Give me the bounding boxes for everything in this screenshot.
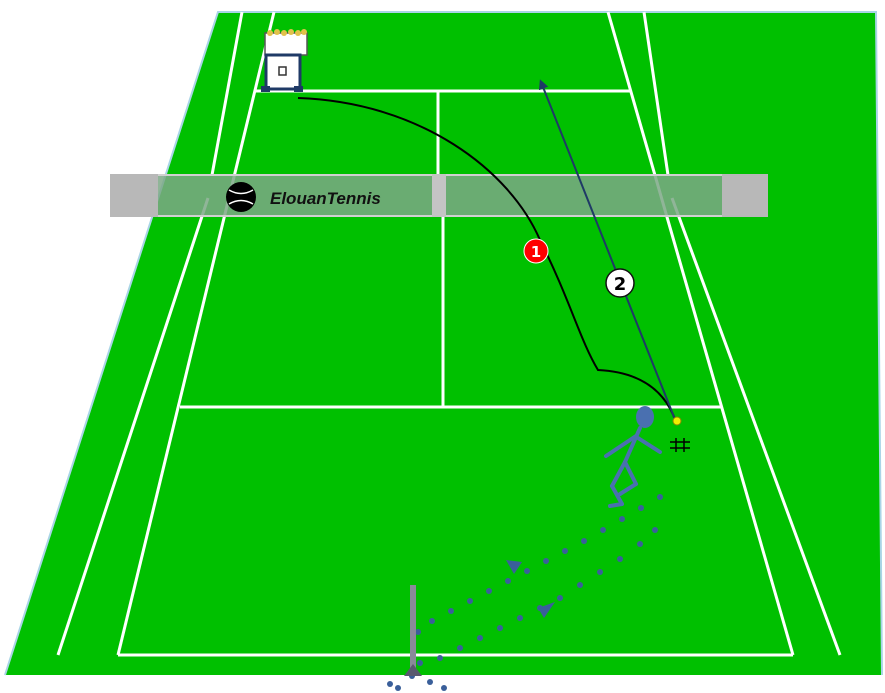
net-post-left bbox=[110, 174, 158, 217]
tennis-ball bbox=[673, 417, 681, 425]
svg-text:2: 2 bbox=[614, 274, 627, 295]
step-label-1: 1 bbox=[524, 239, 548, 263]
brand-text: ElouanTennis bbox=[270, 189, 381, 208]
tennis-ball-icon bbox=[226, 182, 256, 212]
net-strap bbox=[432, 174, 446, 217]
net: ElouanTennis bbox=[110, 174, 768, 217]
svg-text:1: 1 bbox=[531, 243, 541, 261]
ball-machine-icon bbox=[261, 29, 307, 92]
net-post-right bbox=[722, 174, 768, 217]
step-label-2: 2 bbox=[606, 269, 634, 297]
